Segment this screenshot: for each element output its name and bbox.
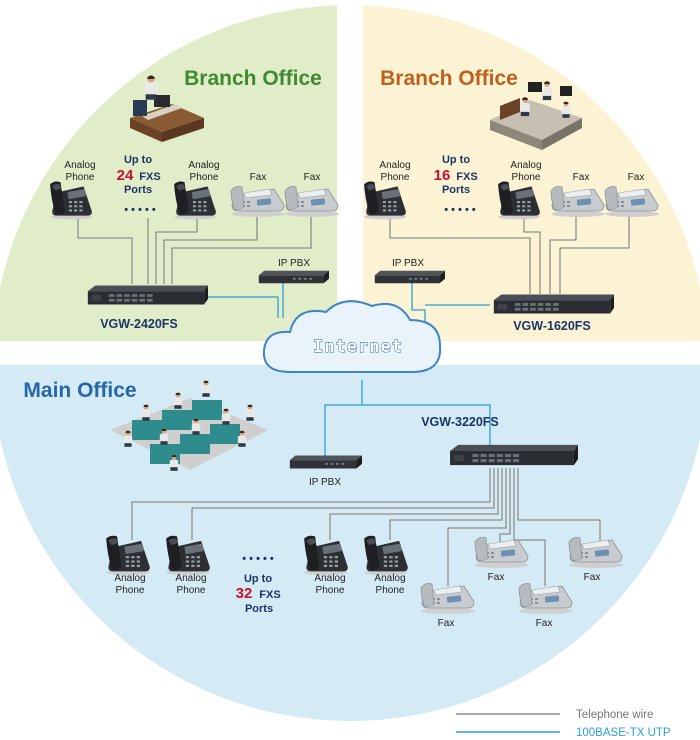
branch-office-title-right: Branch Office	[380, 67, 518, 90]
fax-label: Fax	[584, 572, 601, 583]
analog-phone-label-2: Phone	[376, 585, 405, 596]
analog-phone-label-2: Phone	[381, 172, 410, 183]
fax-label: Fax	[628, 172, 645, 183]
ellipsis: • • • • •	[444, 204, 476, 216]
analog-phone-label-1: Analog	[374, 573, 405, 584]
pbx-icon	[289, 455, 362, 469]
cloud-icon	[262, 300, 442, 373]
analog-phone-label-2: Phone	[177, 585, 206, 596]
ports-label: Ports	[245, 603, 273, 615]
main-office-title: Main Office	[23, 379, 136, 402]
fax-label: Fax	[573, 172, 590, 183]
office-team-icon	[490, 81, 582, 150]
analog-phone-label-1: Analog	[379, 160, 410, 171]
analog-phone-label-1: Analog	[114, 573, 145, 584]
vgw-1620fs-label: VGW-1620FS	[513, 319, 591, 333]
analog-phone-label-1: Analog	[64, 160, 95, 171]
legend: Telephone wire 100BASE-TX UTP	[456, 709, 671, 739]
fax-label: Fax	[304, 172, 321, 183]
pbx-icon	[374, 270, 445, 284]
telephone-wires	[77, 215, 630, 586]
analog-phone-label-2: Phone	[512, 172, 541, 183]
gateway-icon	[493, 294, 614, 314]
fax-label: Fax	[438, 618, 455, 629]
fxs-label: FXS	[259, 589, 280, 601]
fax-label: Fax	[250, 172, 267, 183]
fxs-label: FXS	[456, 171, 477, 183]
analog-phone-label-1: Analog	[314, 573, 345, 584]
port-count-24: 24	[117, 167, 134, 184]
gateway-icon	[450, 444, 578, 466]
utp-wires	[205, 282, 491, 456]
analog-phone-label-1: Analog	[188, 160, 219, 171]
vgw-3220fs-label: VGW-3220FS	[421, 415, 499, 429]
analog-phone-label-2: Phone	[316, 585, 345, 596]
up-to-label: Up to	[244, 573, 272, 585]
port-count-16: 16	[434, 167, 451, 184]
pbx-icon	[258, 270, 329, 284]
legend-utp-label: 100BASE-TX UTP	[576, 727, 671, 739]
ports-label: Ports	[124, 184, 152, 196]
internet-label: Internet	[313, 337, 403, 357]
analog-phone-label-2: Phone	[116, 585, 145, 596]
up-to-label: Up to	[442, 154, 470, 166]
analog-phone-label-1: Analog	[175, 573, 206, 584]
ellipsis: • • • • •	[124, 204, 156, 216]
fax-label: Fax	[488, 572, 505, 583]
fax-label: Fax	[536, 618, 553, 629]
ip-pbx-label-left: IP PBX	[278, 258, 310, 269]
analog-phone-label-1: Analog	[510, 160, 541, 171]
vgw-2420fs-label: VGW-2420FS	[100, 317, 178, 331]
call-center-icon	[110, 380, 268, 471]
branch-office-title-left: Branch Office	[184, 67, 322, 90]
ip-pbx-label-main: IP PBX	[309, 477, 341, 488]
ports-label: Ports	[442, 184, 470, 196]
ip-pbx-label-right: IP PBX	[392, 258, 424, 269]
analog-phone-label-2: Phone	[66, 172, 95, 183]
port-count-32: 32	[236, 585, 253, 602]
legend-telephone-label: Telephone wire	[576, 709, 653, 721]
analog-phone-label-2: Phone	[190, 172, 219, 183]
up-to-label: Up to	[124, 154, 152, 166]
fxs-label: FXS	[139, 171, 160, 183]
gateway-icon	[87, 285, 208, 305]
office-worker-icon	[130, 75, 204, 142]
ellipsis: • • • • •	[242, 553, 274, 565]
